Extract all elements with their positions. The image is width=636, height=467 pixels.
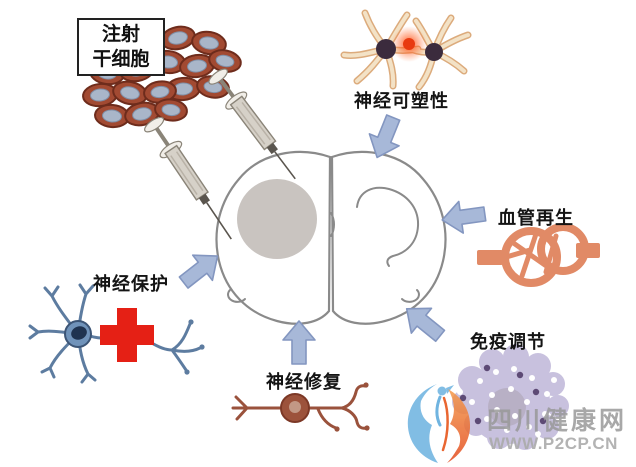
vessel-stub-left xyxy=(477,250,503,265)
brain-midline-mark xyxy=(330,212,335,237)
phoenix-beak xyxy=(446,385,454,394)
watermark-site-name: 四川健康网 xyxy=(487,407,628,435)
arrow-nerve-repair xyxy=(282,320,316,365)
neuron-red-cross-icon xyxy=(28,283,205,384)
brain-bottom-notch-left xyxy=(227,289,246,303)
immune-cell-lobe xyxy=(541,372,565,396)
arrow-angiogenesis xyxy=(441,200,487,234)
phoenix-head xyxy=(437,386,447,396)
arrow-neuroprotection xyxy=(178,254,219,289)
lesion-area xyxy=(237,179,317,259)
arrow-immunomodulation xyxy=(405,307,446,343)
phoenix-neck xyxy=(435,395,442,427)
stem-cell xyxy=(154,98,188,122)
syringe-icon-right xyxy=(208,68,296,180)
neuron-nucleus xyxy=(71,326,87,340)
phoenix-flame-wing xyxy=(447,389,471,463)
synapse-core xyxy=(403,38,415,50)
neuron-synapse-icon xyxy=(340,9,472,91)
horizontal-neuron-icon xyxy=(231,382,370,432)
immune-cell-lobe xyxy=(513,426,537,450)
immune-cell-icon xyxy=(452,344,569,450)
watermark-site-url: WWW.P2CP.CN xyxy=(489,434,618,453)
neuron-axon-fork xyxy=(148,322,202,372)
stem-cell xyxy=(179,53,215,79)
neuron-dendrites xyxy=(28,283,108,384)
immune-cell-lobe xyxy=(525,353,551,379)
phoenix-logo xyxy=(407,384,471,463)
neuron-soma xyxy=(376,39,396,59)
immune-cell-lobe xyxy=(503,344,529,370)
label-nerve-repair: 神经修复 xyxy=(266,372,342,392)
axon-tip xyxy=(188,319,194,325)
immune-cell-lobe xyxy=(547,395,569,417)
neuron-soma-core xyxy=(289,401,301,413)
brain-coronal-section-icon xyxy=(215,150,447,325)
red-cross-icon xyxy=(100,308,154,362)
neuron-soma xyxy=(425,43,443,61)
vessel-strands xyxy=(500,231,559,279)
branch-tip xyxy=(363,382,369,388)
axon-tip xyxy=(199,344,205,350)
immune-cell-granules-white xyxy=(457,366,557,437)
axon-tip xyxy=(184,369,190,375)
label-immunomodulation: 免疫调节 xyxy=(470,332,546,352)
arrow-neuroplasticity xyxy=(368,114,401,159)
label-neuroplasticity: 神经可塑性 xyxy=(354,91,449,111)
injection-label-line2: 干细胞 xyxy=(92,48,150,70)
blood-vessel-network-icon xyxy=(477,223,600,287)
injection-label-box: 注射 干细胞 xyxy=(77,18,165,76)
label-angiogenesis: 血管再生 xyxy=(498,208,574,228)
brain-ventricle-curve xyxy=(356,186,420,267)
stem-cell xyxy=(82,82,118,108)
phoenix-blue-wing xyxy=(407,384,438,463)
brain-right-hemisphere xyxy=(330,150,447,325)
syringe-icon-left xyxy=(144,116,232,240)
immune-cell-lobe xyxy=(464,412,488,436)
label-neuroprotection: 神经保护 xyxy=(93,274,169,294)
vessel-loop xyxy=(537,223,589,275)
stem-cell xyxy=(94,103,130,129)
brain-bottom-notch-right xyxy=(401,289,420,303)
stem-cell xyxy=(191,30,227,56)
immune-cell-lobe xyxy=(458,366,486,394)
branch-tip xyxy=(334,426,340,432)
stem-cell xyxy=(124,101,160,127)
immune-cell-granules-dark xyxy=(459,364,547,425)
injection-label-line1: 注射 xyxy=(101,24,140,46)
branch-tip xyxy=(364,425,370,431)
phoenix-flame-streak xyxy=(441,396,449,452)
